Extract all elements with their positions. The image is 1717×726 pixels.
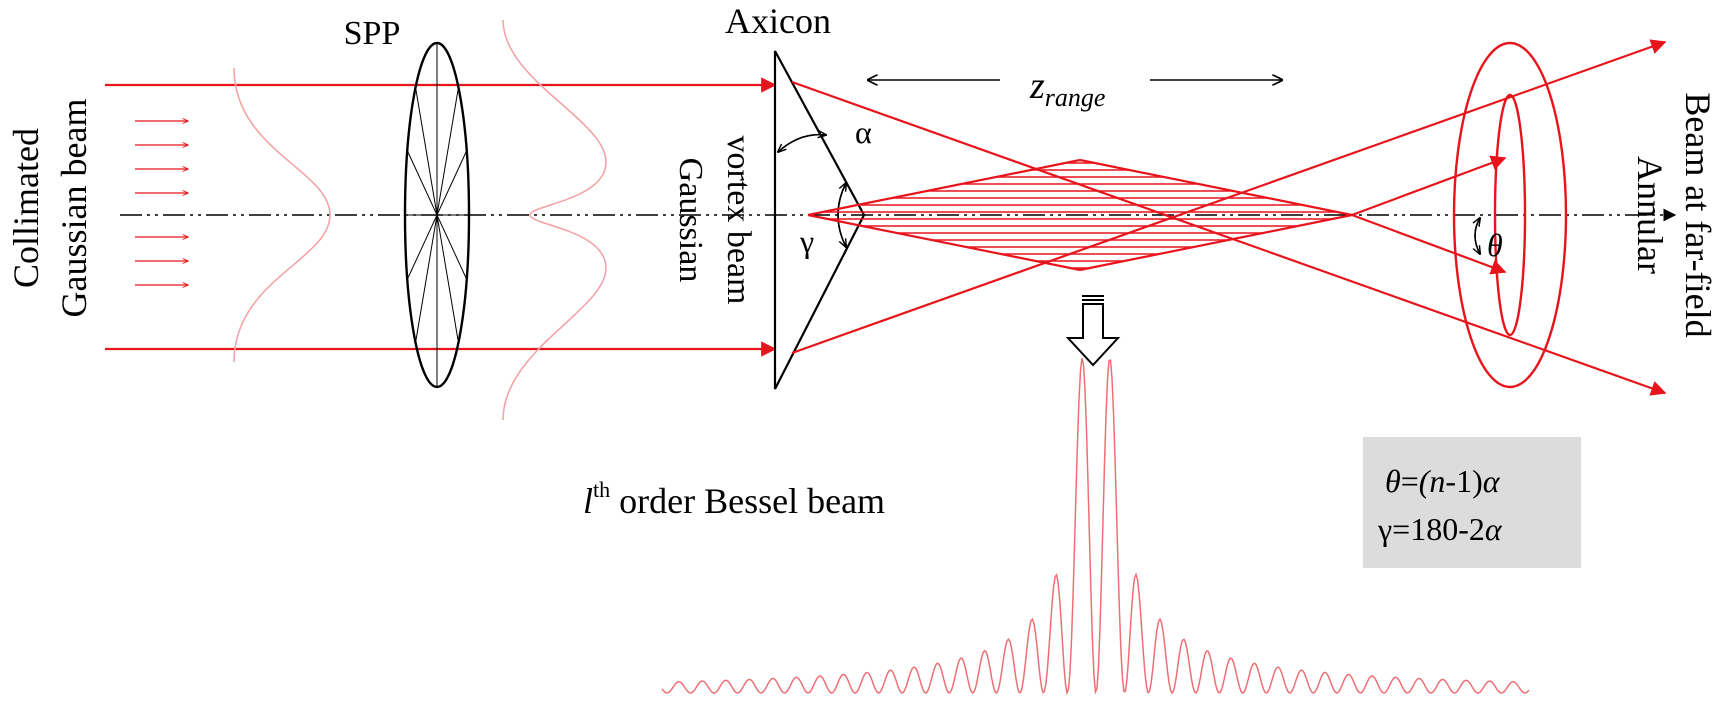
theta-label: θ [1487, 227, 1503, 263]
bessel-profile-curve [661, 358, 1530, 696]
alpha-angle-marker [778, 135, 826, 152]
input-label-line1: Collimated [6, 128, 46, 288]
axicon-label: Axicon [725, 1, 831, 41]
gaussian-profile [233, 67, 331, 363]
bessel-beam-label: lth order Bessel beam [583, 477, 885, 521]
annular-rings [1452, 41, 1568, 389]
theta-angle-marker [1475, 218, 1480, 254]
conical-beam [791, 39, 1667, 396]
down-arrow-icon [1065, 295, 1121, 367]
input-label-line2: Gaussian beam [54, 99, 94, 318]
spp-label: SPP [344, 15, 401, 52]
alpha-label: α [855, 114, 872, 150]
output-label-line1: Annular [1630, 156, 1670, 274]
axicon-prism [773, 50, 866, 390]
gamma-label: γ [799, 223, 814, 259]
beam-edges [105, 77, 777, 357]
z-range-label: zrange [1029, 65, 1105, 112]
formula-box [1363, 437, 1581, 568]
input-beam-arrows [135, 121, 188, 285]
output-label-line2: Beam at far-field [1678, 92, 1717, 337]
vortex-label-line1: Gaussian [672, 158, 709, 283]
spp-plate [403, 41, 471, 389]
vortex-profile [502, 19, 607, 421]
vortex-label-line2: vortex beam [720, 136, 757, 305]
gamma-angle-marker [837, 183, 846, 247]
formula-theta: θ=(n-1)α [1385, 463, 1501, 499]
formula-gamma: γ=180-2α [1377, 511, 1503, 547]
